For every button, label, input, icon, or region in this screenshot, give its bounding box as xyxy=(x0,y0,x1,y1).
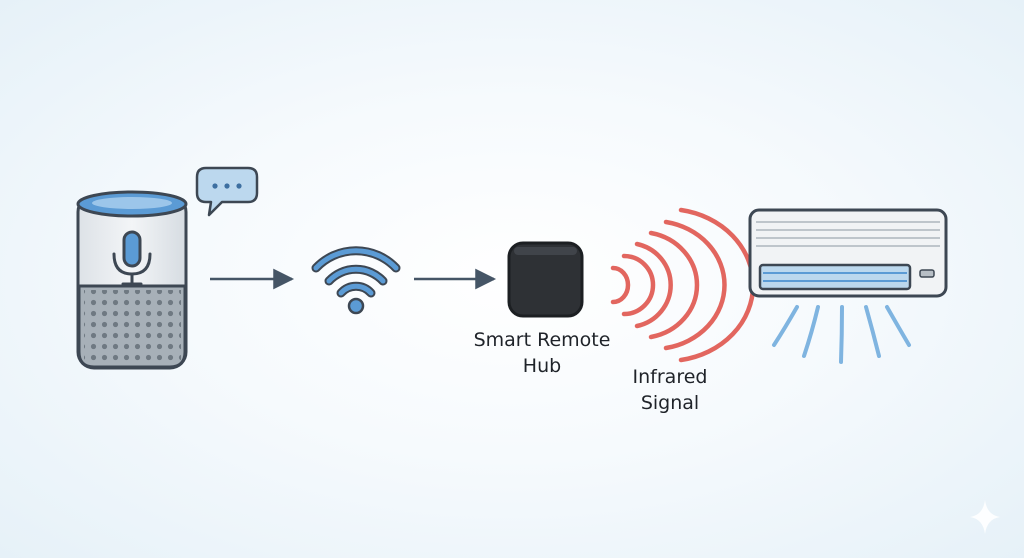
wifi-icon xyxy=(311,246,401,315)
infrared-label: Infrared Signal xyxy=(600,364,740,416)
infrared-waves-icon xyxy=(610,207,756,363)
infrared-label-line1: Infrared xyxy=(632,366,708,388)
sparkle-icon xyxy=(970,500,1000,534)
smart-remote-hub-icon xyxy=(507,241,584,318)
airflow-lines xyxy=(772,305,911,364)
hub-label-line1: Smart Remote xyxy=(473,329,611,351)
smart-speaker-icon xyxy=(76,190,188,370)
hub-label-line2: Hub xyxy=(522,355,562,377)
speech-bubble-icon xyxy=(195,166,259,217)
microphone-icon xyxy=(112,230,152,286)
hub-label: Smart Remote Hub xyxy=(462,327,622,379)
infrared-label-line2: Signal xyxy=(640,392,700,414)
air-conditioner-icon xyxy=(748,208,948,298)
